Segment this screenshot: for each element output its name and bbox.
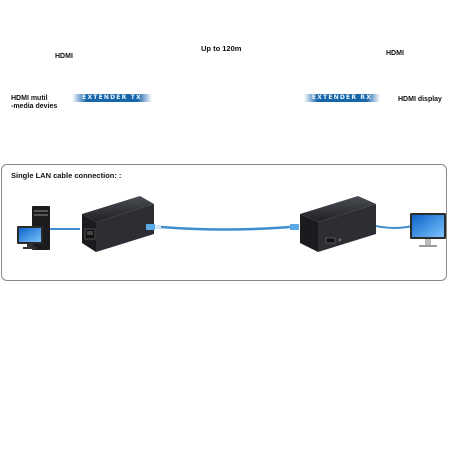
source-computer-icon <box>17 206 50 250</box>
cable-length-label: Up to 120m <box>201 44 242 53</box>
source-hdmi-label: HDMI <box>55 53 73 60</box>
source-device-label: HDMI mutil -media devies <box>11 95 58 111</box>
hdmi-cable-right <box>375 225 413 229</box>
display-device-label: HDMI display <box>398 96 442 103</box>
transmitter-badge: EXTENDER TX <box>72 94 152 102</box>
receiver-device-icon <box>300 196 376 252</box>
diagram-title: Single LAN cable connection: : <box>11 171 122 180</box>
display-hdmi-label: HDMI <box>386 50 404 57</box>
lan-cable <box>146 224 299 231</box>
display-monitor-icon <box>410 213 446 247</box>
transmitter-device-icon <box>82 196 154 252</box>
receiver-badge: EXTENDER RX <box>304 94 380 102</box>
